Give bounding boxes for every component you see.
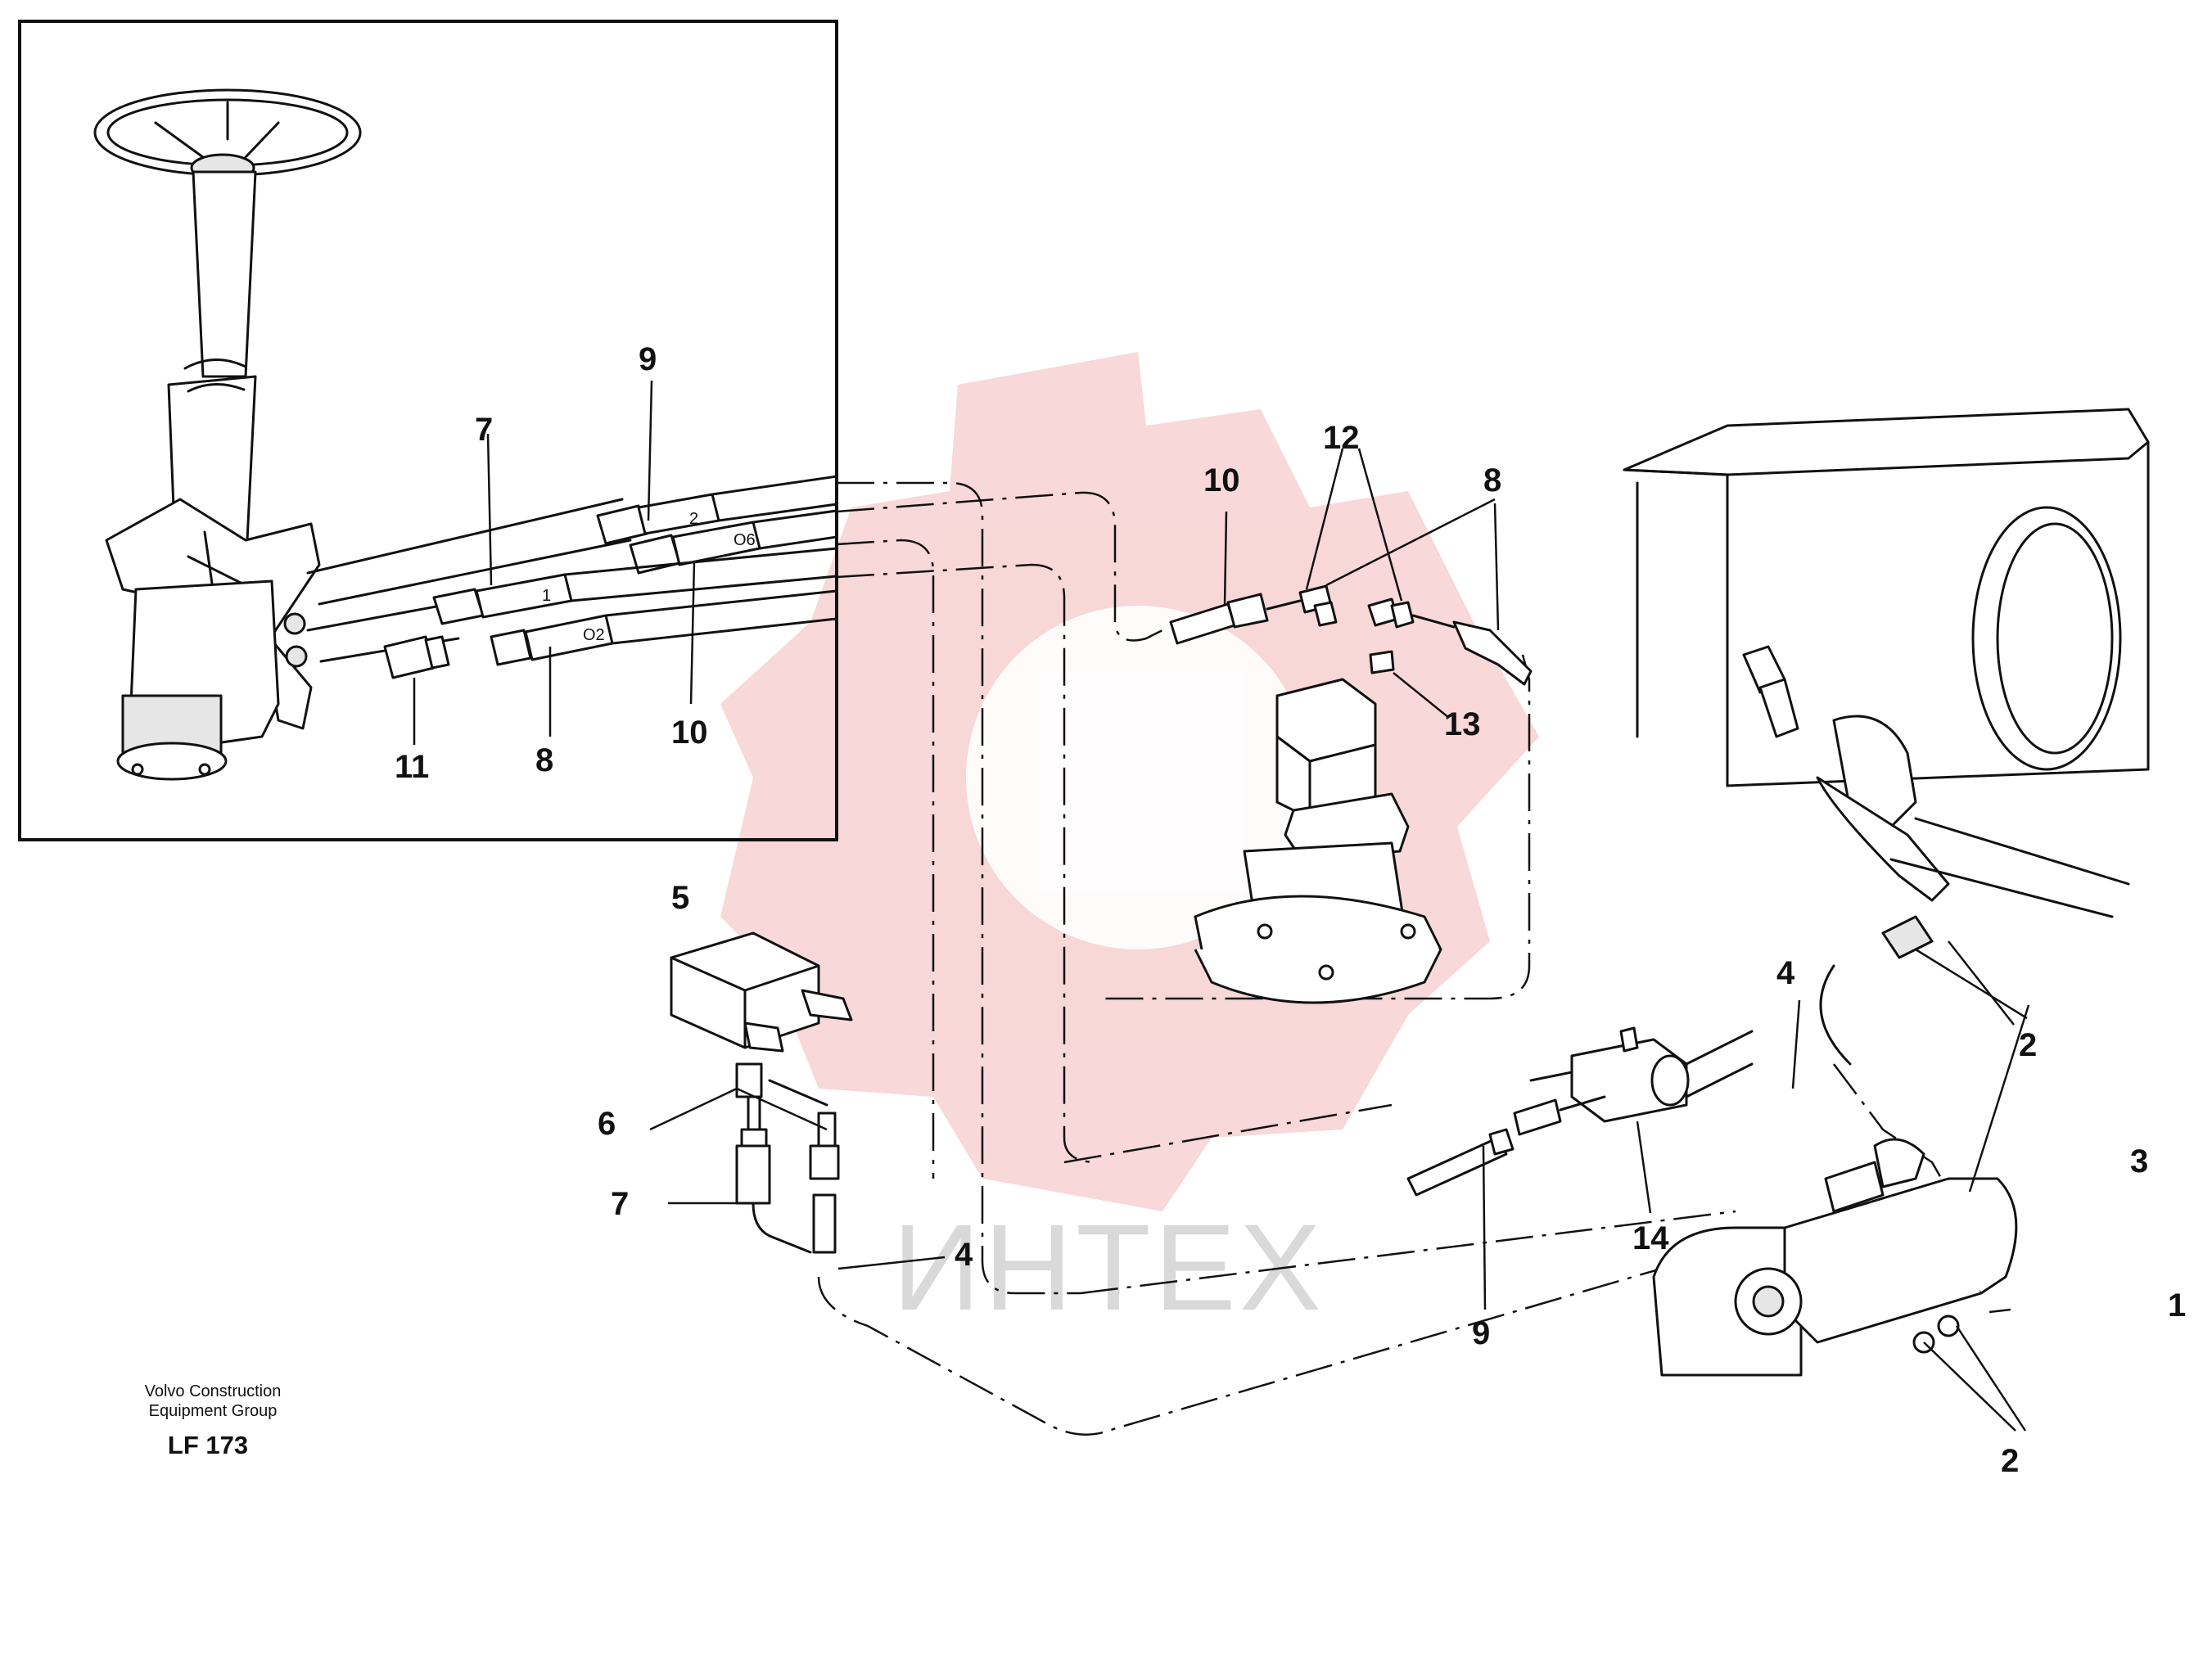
leader-lines xyxy=(413,380,2030,1432)
callout-5: 5 xyxy=(671,880,689,916)
callout-6: 6 xyxy=(598,1106,616,1142)
callout-12: 12 xyxy=(1323,420,1360,456)
callout-7-lower: 7 xyxy=(611,1186,629,1222)
callout-9-inset: 9 xyxy=(639,341,657,377)
hose-mark-m3: O2 xyxy=(583,626,605,644)
hydraulic-tank xyxy=(1623,408,2150,1066)
callout-4-left: 4 xyxy=(955,1237,973,1273)
watermark-text: ИНТЕХ xyxy=(892,1198,1325,1336)
hose-mark-m2: 2 xyxy=(689,510,698,528)
callouts: 1 2 2 3 4 4 5 6 7 7 8 8 9 9 10 10 11 12 … xyxy=(395,341,2186,1479)
callout-10-center: 10 xyxy=(1203,462,1240,498)
valve-block-5 xyxy=(670,931,853,1254)
inset-hoses: 2 O6 1 O2 xyxy=(306,475,838,679)
callout-14: 14 xyxy=(1632,1220,1669,1256)
rod-9 xyxy=(1406,1095,1606,1197)
hose-9-fitting xyxy=(596,493,720,545)
callout-9-lower: 9 xyxy=(1472,1315,1490,1351)
drawing-code: LF 173 xyxy=(168,1431,248,1459)
callout-4-right: 4 xyxy=(1776,955,1795,991)
callout-2-tank: 2 xyxy=(2019,1027,2037,1063)
company-line-1: Volvo Construction xyxy=(145,1382,282,1400)
callout-8-inset: 8 xyxy=(535,742,553,778)
company-line-2: Equipment Group xyxy=(149,1402,278,1420)
callout-13: 13 xyxy=(1444,706,1481,742)
valve-14 xyxy=(1529,1026,1754,1123)
callout-8-center: 8 xyxy=(1483,462,1501,498)
hydraulic-pump xyxy=(1652,1138,2018,1377)
hose-mark-m4: O6 xyxy=(734,531,756,549)
inset-frame xyxy=(18,20,838,841)
callout-7-inset: 7 xyxy=(475,412,493,448)
callout-1: 1 xyxy=(2168,1287,2186,1324)
hose-routes xyxy=(817,481,1966,1436)
steering-unit-center xyxy=(1194,678,1442,1004)
watermark-logo xyxy=(720,352,1539,1211)
callout-2-pump: 2 xyxy=(2001,1443,2019,1479)
callout-3: 3 xyxy=(2130,1143,2148,1179)
drawing-footer: Volvo Construction Equipment Group LF 17… xyxy=(145,1382,282,1459)
center-fittings xyxy=(1169,584,1533,686)
hose-mark-m1: 1 xyxy=(542,587,551,605)
fitting-11 xyxy=(383,635,450,679)
steering-column-assembly xyxy=(93,88,362,781)
callout-10-inset: 10 xyxy=(671,715,708,751)
callout-11: 11 xyxy=(395,749,429,785)
